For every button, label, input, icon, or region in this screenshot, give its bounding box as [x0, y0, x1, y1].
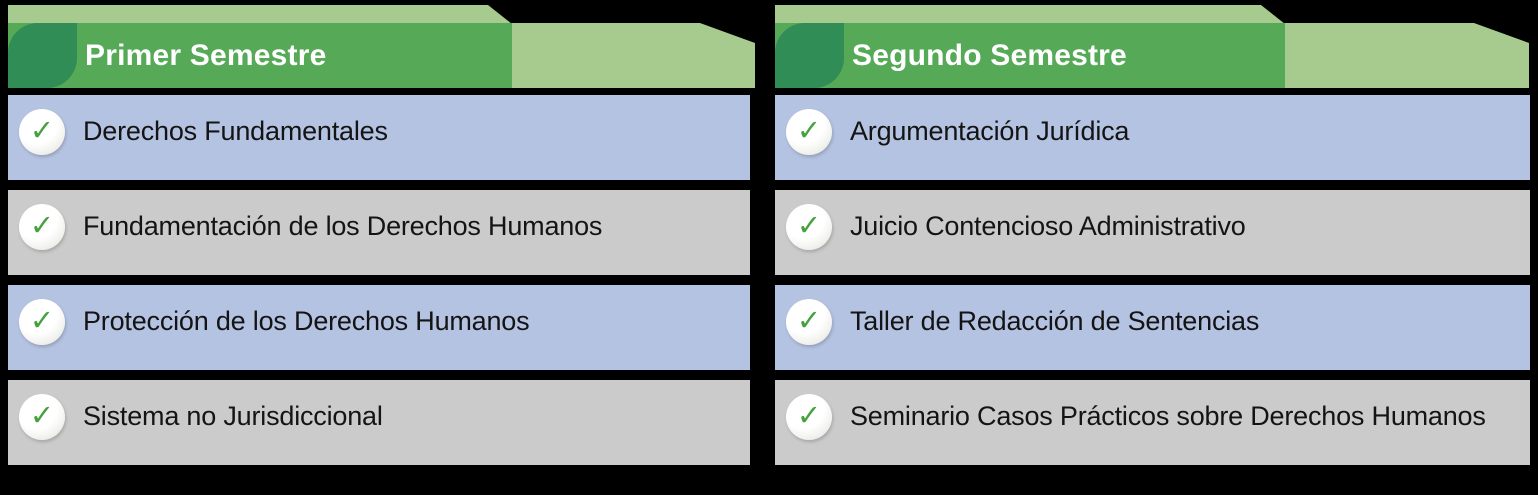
- leaf-accent-shape: [775, 23, 844, 88]
- course-row: ✓ Argumentación Jurídica: [775, 95, 1530, 180]
- checkmark-icon: ✓: [796, 208, 822, 242]
- header-top-strip: [775, 5, 1285, 24]
- checkmark-icon: ✓: [29, 208, 55, 242]
- course-row: ✓ Fundamentación de los Derechos Humanos: [8, 190, 750, 275]
- header-bar: Segundo Semestre: [775, 23, 1285, 88]
- check-circle: ✓: [19, 393, 65, 440]
- header-bar: Primer Semestre: [8, 23, 512, 88]
- semester-column-2: Segundo Semestre ✓ Argumentación Jurídic…: [775, 0, 1530, 495]
- check-circle: ✓: [19, 108, 65, 155]
- header-side-tab: [512, 23, 755, 88]
- course-label: Protección de los Derechos Humanos: [83, 306, 530, 336]
- checkmark-icon: ✓: [796, 113, 822, 147]
- course-row: ✓ Juicio Contencioso Administrativo: [775, 190, 1530, 275]
- course-label: Fundamentación de los Derechos Humanos: [83, 211, 603, 241]
- checkmark-icon: ✓: [796, 303, 822, 337]
- check-circle: ✓: [19, 203, 65, 250]
- checkmark-icon: ✓: [29, 303, 55, 337]
- semester-1-header: Primer Semestre: [8, 0, 750, 88]
- checkmark-icon: ✓: [29, 113, 55, 147]
- course-list-semester-1: ✓ Derechos Fundamentales ✓ Fundamentació…: [8, 95, 750, 475]
- course-label: Derechos Fundamentales: [83, 116, 388, 146]
- semester-1-title: Primer Semestre: [85, 38, 327, 72]
- semester-2-title: Segundo Semestre: [852, 38, 1127, 72]
- check-circle: ✓: [786, 108, 832, 155]
- course-label: Seminario Casos Prácticos sobre Derechos…: [850, 401, 1486, 431]
- course-label: Argumentación Jurídica: [850, 116, 1130, 146]
- course-row: ✓ Seminario Casos Prácticos sobre Derech…: [775, 380, 1530, 465]
- check-circle: ✓: [19, 298, 65, 345]
- header-side-tab: [1285, 23, 1529, 88]
- semester-column-1: Primer Semestre ✓ Derechos Fundamentales…: [8, 0, 750, 495]
- course-label: Taller de Redacción de Sentencias: [850, 306, 1260, 336]
- check-circle: ✓: [786, 393, 832, 440]
- check-circle: ✓: [786, 298, 832, 345]
- semester-2-header: Segundo Semestre: [775, 0, 1530, 88]
- check-circle: ✓: [786, 203, 832, 250]
- course-row: ✓ Sistema no Jurisdiccional: [8, 380, 750, 465]
- course-list-semester-2: ✓ Argumentación Jurídica ✓ Juicio Conten…: [775, 95, 1530, 475]
- course-row: ✓ Derechos Fundamentales: [8, 95, 750, 180]
- leaf-accent-shape: [8, 23, 77, 88]
- course-row: ✓ Protección de los Derechos Humanos: [8, 285, 750, 370]
- checkmark-icon: ✓: [29, 398, 55, 432]
- course-row: ✓ Taller de Redacción de Sentencias: [775, 285, 1530, 370]
- checkmark-icon: ✓: [796, 398, 822, 432]
- course-label: Juicio Contencioso Administrativo: [850, 211, 1246, 241]
- course-label: Sistema no Jurisdiccional: [83, 401, 383, 431]
- header-top-strip: [8, 5, 512, 24]
